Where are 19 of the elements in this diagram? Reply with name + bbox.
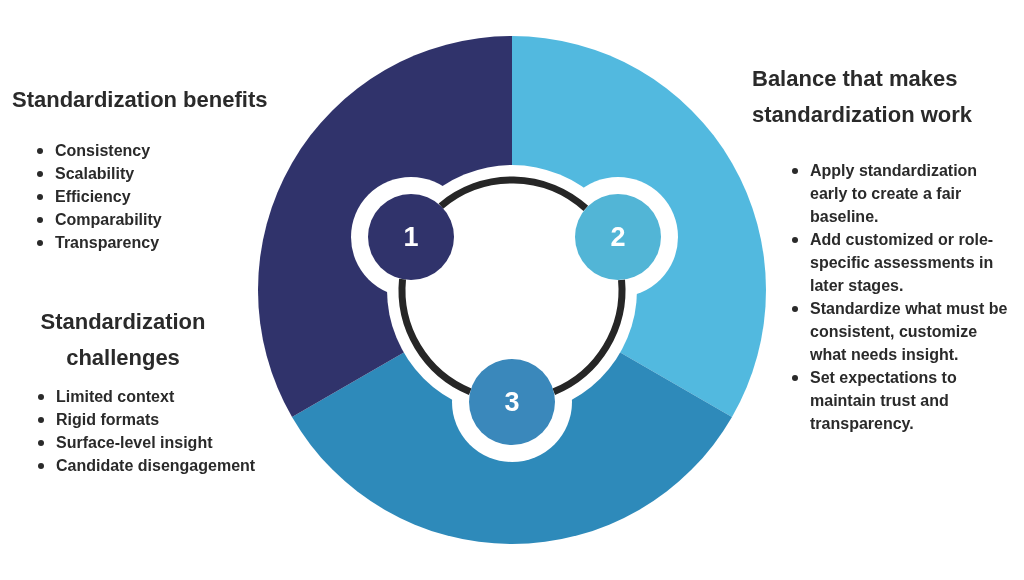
connector-arc: [398, 279, 472, 395]
list-item: Surface-level insight: [56, 433, 214, 453]
list-item: Apply standardization early to create a fair baseline.: [810, 161, 979, 227]
section-heading: Standardization challenges: [39, 308, 207, 372]
list-item: Set expectations to maintain trust and transparency.: [810, 368, 958, 434]
list-item: Consistency: [55, 141, 152, 161]
list-item: Candidate disengagement: [56, 456, 257, 476]
list-item: Scalability: [55, 164, 136, 184]
section-heading: Balance that makes standardization work: [752, 65, 974, 129]
connector-arc: [552, 279, 626, 395]
list-item: Efficiency: [55, 187, 132, 207]
list-item: Transparency: [55, 233, 161, 253]
list-item: Limited context: [56, 387, 176, 407]
list-item: Add customized or role-specific assessments in later stages.: [810, 230, 995, 296]
list-item: Standardize what must be consistent, customize what needs insight.: [810, 299, 1009, 365]
section-heading: Standardization benefits: [12, 86, 269, 114]
list-item: Rigid formats: [56, 410, 161, 430]
connector-arc: [438, 176, 589, 212]
list-item: Comparability: [55, 210, 163, 230]
